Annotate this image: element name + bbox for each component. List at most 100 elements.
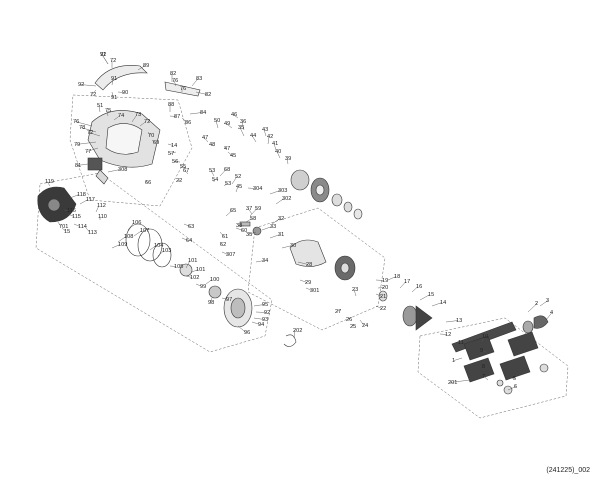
part-number-label: 90 — [122, 90, 128, 96]
leader-line — [527, 303, 538, 313]
part-number-label: 103 — [162, 248, 171, 254]
leader-line — [375, 305, 383, 309]
part-number-label: 66 — [145, 180, 151, 186]
handle-knob-cap-3-part — [496, 379, 504, 387]
leader-line — [481, 336, 485, 343]
leader-line — [139, 121, 147, 127]
part-number-label: 38 — [236, 223, 242, 229]
leader-line — [61, 227, 67, 232]
spool-shaft-ring-part — [152, 242, 172, 268]
part-number-label: 91 — [111, 95, 117, 101]
leader-line — [419, 294, 431, 301]
part-number-label: 54 — [212, 177, 218, 183]
leader-line — [185, 260, 191, 269]
leader-line — [185, 275, 193, 278]
part-number-label: 201 — [448, 380, 457, 386]
leader-line — [101, 54, 109, 65]
part-number-label: 105 — [174, 264, 183, 270]
part-number-label: 65 — [230, 208, 236, 214]
part-number-label: 50 — [214, 118, 220, 124]
part-number-label: 24 — [362, 323, 368, 329]
pawl-part — [95, 169, 109, 185]
leader-line — [191, 269, 199, 273]
leader-line — [239, 127, 245, 137]
part-number-label: 42 — [267, 134, 273, 140]
part-number-label: 5 — [513, 376, 516, 382]
part-number-label: 47 — [202, 135, 208, 141]
leader-line — [271, 218, 281, 225]
part-number-label: 74 — [118, 113, 124, 119]
handle-knob-1-part — [463, 335, 495, 361]
leader-line — [98, 105, 101, 113]
part-number-label: 63 — [188, 224, 194, 230]
leader-line — [195, 91, 208, 95]
part-number-label: 34 — [262, 258, 268, 264]
part-number-label: 89 — [143, 63, 149, 69]
drag-star-part — [402, 305, 418, 327]
part-number-label: 96 — [244, 330, 250, 336]
spool-core-part — [230, 297, 246, 319]
leader-line — [76, 163, 89, 166]
leader-line — [305, 287, 313, 291]
part-number-label: 14 — [440, 300, 446, 306]
part-number-label: 82 — [170, 71, 176, 77]
leader-line — [253, 304, 265, 307]
part-number-label: 102 — [190, 275, 199, 281]
leader-line — [106, 110, 109, 117]
leader-line — [449, 379, 471, 383]
frame-window-part — [105, 123, 143, 155]
leader-line — [387, 276, 397, 281]
handle-knob-3-part — [463, 357, 495, 383]
part-number-label: 4 — [550, 310, 553, 316]
leader-line — [377, 287, 385, 289]
part-number-label: 69 — [153, 140, 159, 146]
leader-line — [79, 199, 89, 205]
leader-line — [88, 132, 101, 137]
leader-line — [293, 330, 296, 339]
leader-line — [235, 186, 239, 193]
brake-ring-part — [125, 223, 151, 257]
leader-line — [113, 115, 121, 121]
handle-nut-part — [522, 320, 534, 334]
part-number-label: 44 — [250, 133, 256, 139]
leader-line — [251, 135, 257, 143]
leader-line — [411, 286, 419, 293]
part-shapes — [37, 65, 549, 395]
leader-line — [347, 317, 351, 320]
leader-line — [189, 112, 203, 115]
part-number-label: 72 — [90, 92, 96, 98]
leader-line — [173, 161, 181, 163]
leader-line — [336, 309, 341, 312]
part-number-label: 3 — [546, 298, 549, 304]
leader-line — [221, 251, 229, 255]
part-number-label: 16 — [416, 284, 422, 290]
part-number-label: 64 — [186, 238, 192, 244]
part-number-label: 14 — [171, 143, 177, 149]
leader-line — [151, 139, 156, 143]
leader-line — [545, 312, 553, 321]
leader-line — [210, 170, 215, 177]
part-number-label: 45 — [230, 153, 236, 159]
part-number-label: 6 — [514, 384, 517, 390]
part-number-label: 33 — [270, 224, 276, 230]
part-number-label: 47 — [224, 146, 230, 152]
leader-line — [255, 260, 265, 263]
leader-line — [169, 151, 177, 154]
part-number-label: 30 — [290, 243, 296, 249]
leader-line — [85, 227, 91, 233]
handle-group-outline — [417, 317, 569, 419]
part-number-label: 51 — [97, 103, 103, 109]
part-number-label: 21 — [380, 294, 386, 300]
leader-line — [507, 386, 517, 391]
part-number-label: 94 — [258, 322, 264, 328]
drag-washer-part — [331, 193, 343, 207]
handle-knob-2-part — [507, 331, 539, 357]
part-number-label: 76 — [73, 119, 79, 125]
part-number-label: 113 — [88, 230, 97, 236]
leader-line — [107, 169, 121, 173]
part-number-label: 8 — [482, 364, 485, 370]
part-number-label: 119 — [45, 179, 54, 185]
